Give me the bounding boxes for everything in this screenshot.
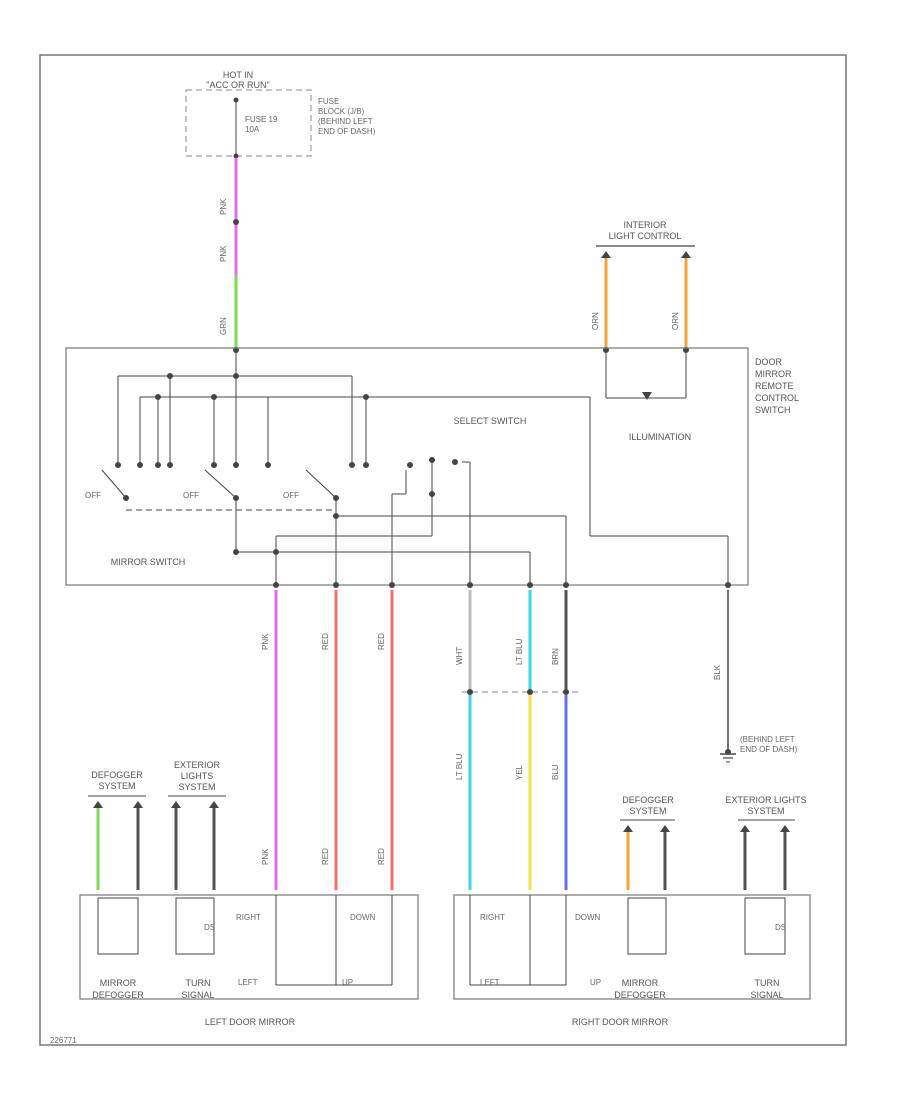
left-ext-sys-line1: EXTERIOR [174, 760, 221, 770]
svg-text:WHT: WHT [455, 647, 464, 665]
illumination-label: ILLUMINATION [629, 432, 691, 442]
right-mirror-defogger-line1: MIRROR [622, 978, 659, 988]
right-ext-lights-system: EXTERIOR LIGHTS SYSTEM [725, 795, 807, 890]
fuse-feed-wire: PNK PNK GRN [219, 158, 239, 353]
right-turn-signal-line2: SIGNAL [750, 990, 783, 1000]
left-ext-sys-line3: SYSTEM [178, 782, 215, 792]
fuse-header-line1: HOT IN [223, 70, 253, 80]
fuse-header-line2: "ACC OR RUN" [206, 80, 269, 90]
footer-code: 226771 [50, 1036, 77, 1045]
remote-switch-line3: REMOTE [755, 381, 794, 391]
off-label-3: OFF [283, 491, 299, 500]
left-mirror-defogger-line2: DEFOGGER [92, 990, 144, 1000]
svg-text:BLU: BLU [551, 764, 560, 780]
remote-switch-line1: DOOR [755, 357, 783, 367]
right-defogger-sys-line2: SYSTEM [629, 806, 666, 816]
switch-contacts [101, 373, 458, 555]
interior-light-control: INTERIOR LIGHT CONTROL ORN ORN [591, 220, 695, 353]
fuse-note-line4: END OF DASH) [318, 127, 376, 136]
left-ext-sys-line2: LIGHTS [181, 771, 214, 781]
right-mirror-up-label: UP [590, 978, 601, 987]
ground-symbol: (BEHIND LEFT END OF DASH) [720, 735, 798, 763]
right-defogger-sys-line1: DEFOGGER [622, 795, 674, 805]
left-mirror-right-label: RIGHT [236, 913, 261, 922]
remote-switch-line4: CONTROL [755, 393, 799, 403]
remote-switch-line5: SWITCH [755, 405, 791, 415]
left-door-mirror: DS RIGHT DOWN LEFT UP MIRROR DEFOGGER TU… [79, 894, 419, 1027]
remote-switch-line2: MIRROR [755, 369, 792, 379]
right-door-mirror: DS RIGHT DOWN LEFT UP MIRROR DEFOGGER TU… [453, 894, 811, 1027]
svg-text:PNK: PNK [261, 633, 270, 650]
svg-text:DS: DS [775, 923, 786, 932]
right-door-mirror-title: RIGHT DOOR MIRROR [572, 1017, 669, 1027]
off-label-1: OFF [85, 491, 101, 500]
right-ext-sys-line1: EXTERIOR LIGHTS [725, 795, 806, 805]
fuse-label-line1: FUSE 19 [245, 115, 278, 124]
mirror-wires: PNK RED RED WHT LT BLU BRN BLK PNK RED R… [261, 590, 729, 890]
off-label-2: OFF [183, 491, 199, 500]
left-mirror-left-label: LEFT [238, 978, 258, 987]
remote-control-switch: DOOR MIRROR REMOTE CONTROL SWITCH [65, 347, 799, 586]
ilc-line1: INTERIOR [623, 220, 667, 230]
switch-bottom-pins [273, 582, 731, 588]
svg-text:RED: RED [377, 633, 386, 650]
right-mirror-down-label: DOWN [575, 913, 601, 922]
left-mirror-down-label: DOWN [350, 913, 376, 922]
fuse-box: HOT IN "ACC OR RUN" FUSE 19 10A FUSE BLO… [185, 70, 376, 159]
left-defogger-sys-line2: SYSTEM [98, 781, 135, 791]
left-mirror-up-label: UP [342, 978, 353, 987]
left-defogger-system: DEFOGGER SYSTEM [88, 770, 146, 890]
svg-text:ORN: ORN [671, 312, 680, 330]
svg-text:RED: RED [321, 848, 330, 865]
svg-text:RED: RED [321, 633, 330, 650]
left-turn-signal-line2: SIGNAL [181, 990, 214, 1000]
switch-internal-wiring [117, 350, 729, 585]
ground-note-line2: END OF DASH) [740, 745, 798, 754]
fuse-note-line3: (BEHIND LEFT [318, 117, 373, 126]
svg-text:DS: DS [204, 923, 215, 932]
svg-text:PNK: PNK [219, 198, 228, 215]
select-switch-label: SELECT SWITCH [454, 416, 527, 426]
svg-text:LT BLU: LT BLU [455, 753, 464, 780]
left-mirror-defogger-line1: MIRROR [100, 978, 137, 988]
svg-text:YEL: YEL [515, 764, 524, 780]
svg-text:BLK: BLK [713, 664, 722, 680]
left-turn-signal-line1: TURN [186, 978, 211, 988]
fuse-label-line2: 10A [245, 125, 260, 134]
right-ext-sys-line2: SYSTEM [747, 806, 784, 816]
left-defogger-sys-line1: DEFOGGER [91, 770, 143, 780]
svg-text:LT BLU: LT BLU [515, 638, 524, 665]
right-mirror-right-label: RIGHT [480, 913, 505, 922]
ground-note-line1: (BEHIND LEFT [740, 735, 795, 744]
svg-text:PNK: PNK [261, 848, 270, 865]
left-ext-lights-system: EXTERIOR LIGHTS SYSTEM [168, 760, 226, 890]
svg-text:PNK: PNK [219, 245, 228, 262]
mirror-switch-label: MIRROR SWITCH [111, 557, 186, 567]
svg-text:BRN: BRN [551, 648, 560, 665]
svg-text:GRN: GRN [219, 317, 228, 335]
fuse-note-line1: FUSE [318, 97, 339, 106]
right-defogger-system: DEFOGGER SYSTEM [620, 795, 675, 890]
left-door-mirror-title: LEFT DOOR MIRROR [205, 1017, 296, 1027]
right-mirror-defogger-line2: DEFOGGER [614, 990, 666, 1000]
ilc-line2: LIGHT CONTROL [609, 231, 682, 241]
illumination-block: ILLUMINATION [605, 350, 691, 442]
right-mirror-left-label: LEFT [480, 978, 500, 987]
right-turn-signal-line1: TURN [755, 978, 780, 988]
fuse-note-line2: BLOCK (J/B) [318, 107, 365, 116]
svg-text:RED: RED [377, 848, 386, 865]
outer-frame [39, 54, 847, 1046]
svg-text:ORN: ORN [591, 312, 600, 330]
